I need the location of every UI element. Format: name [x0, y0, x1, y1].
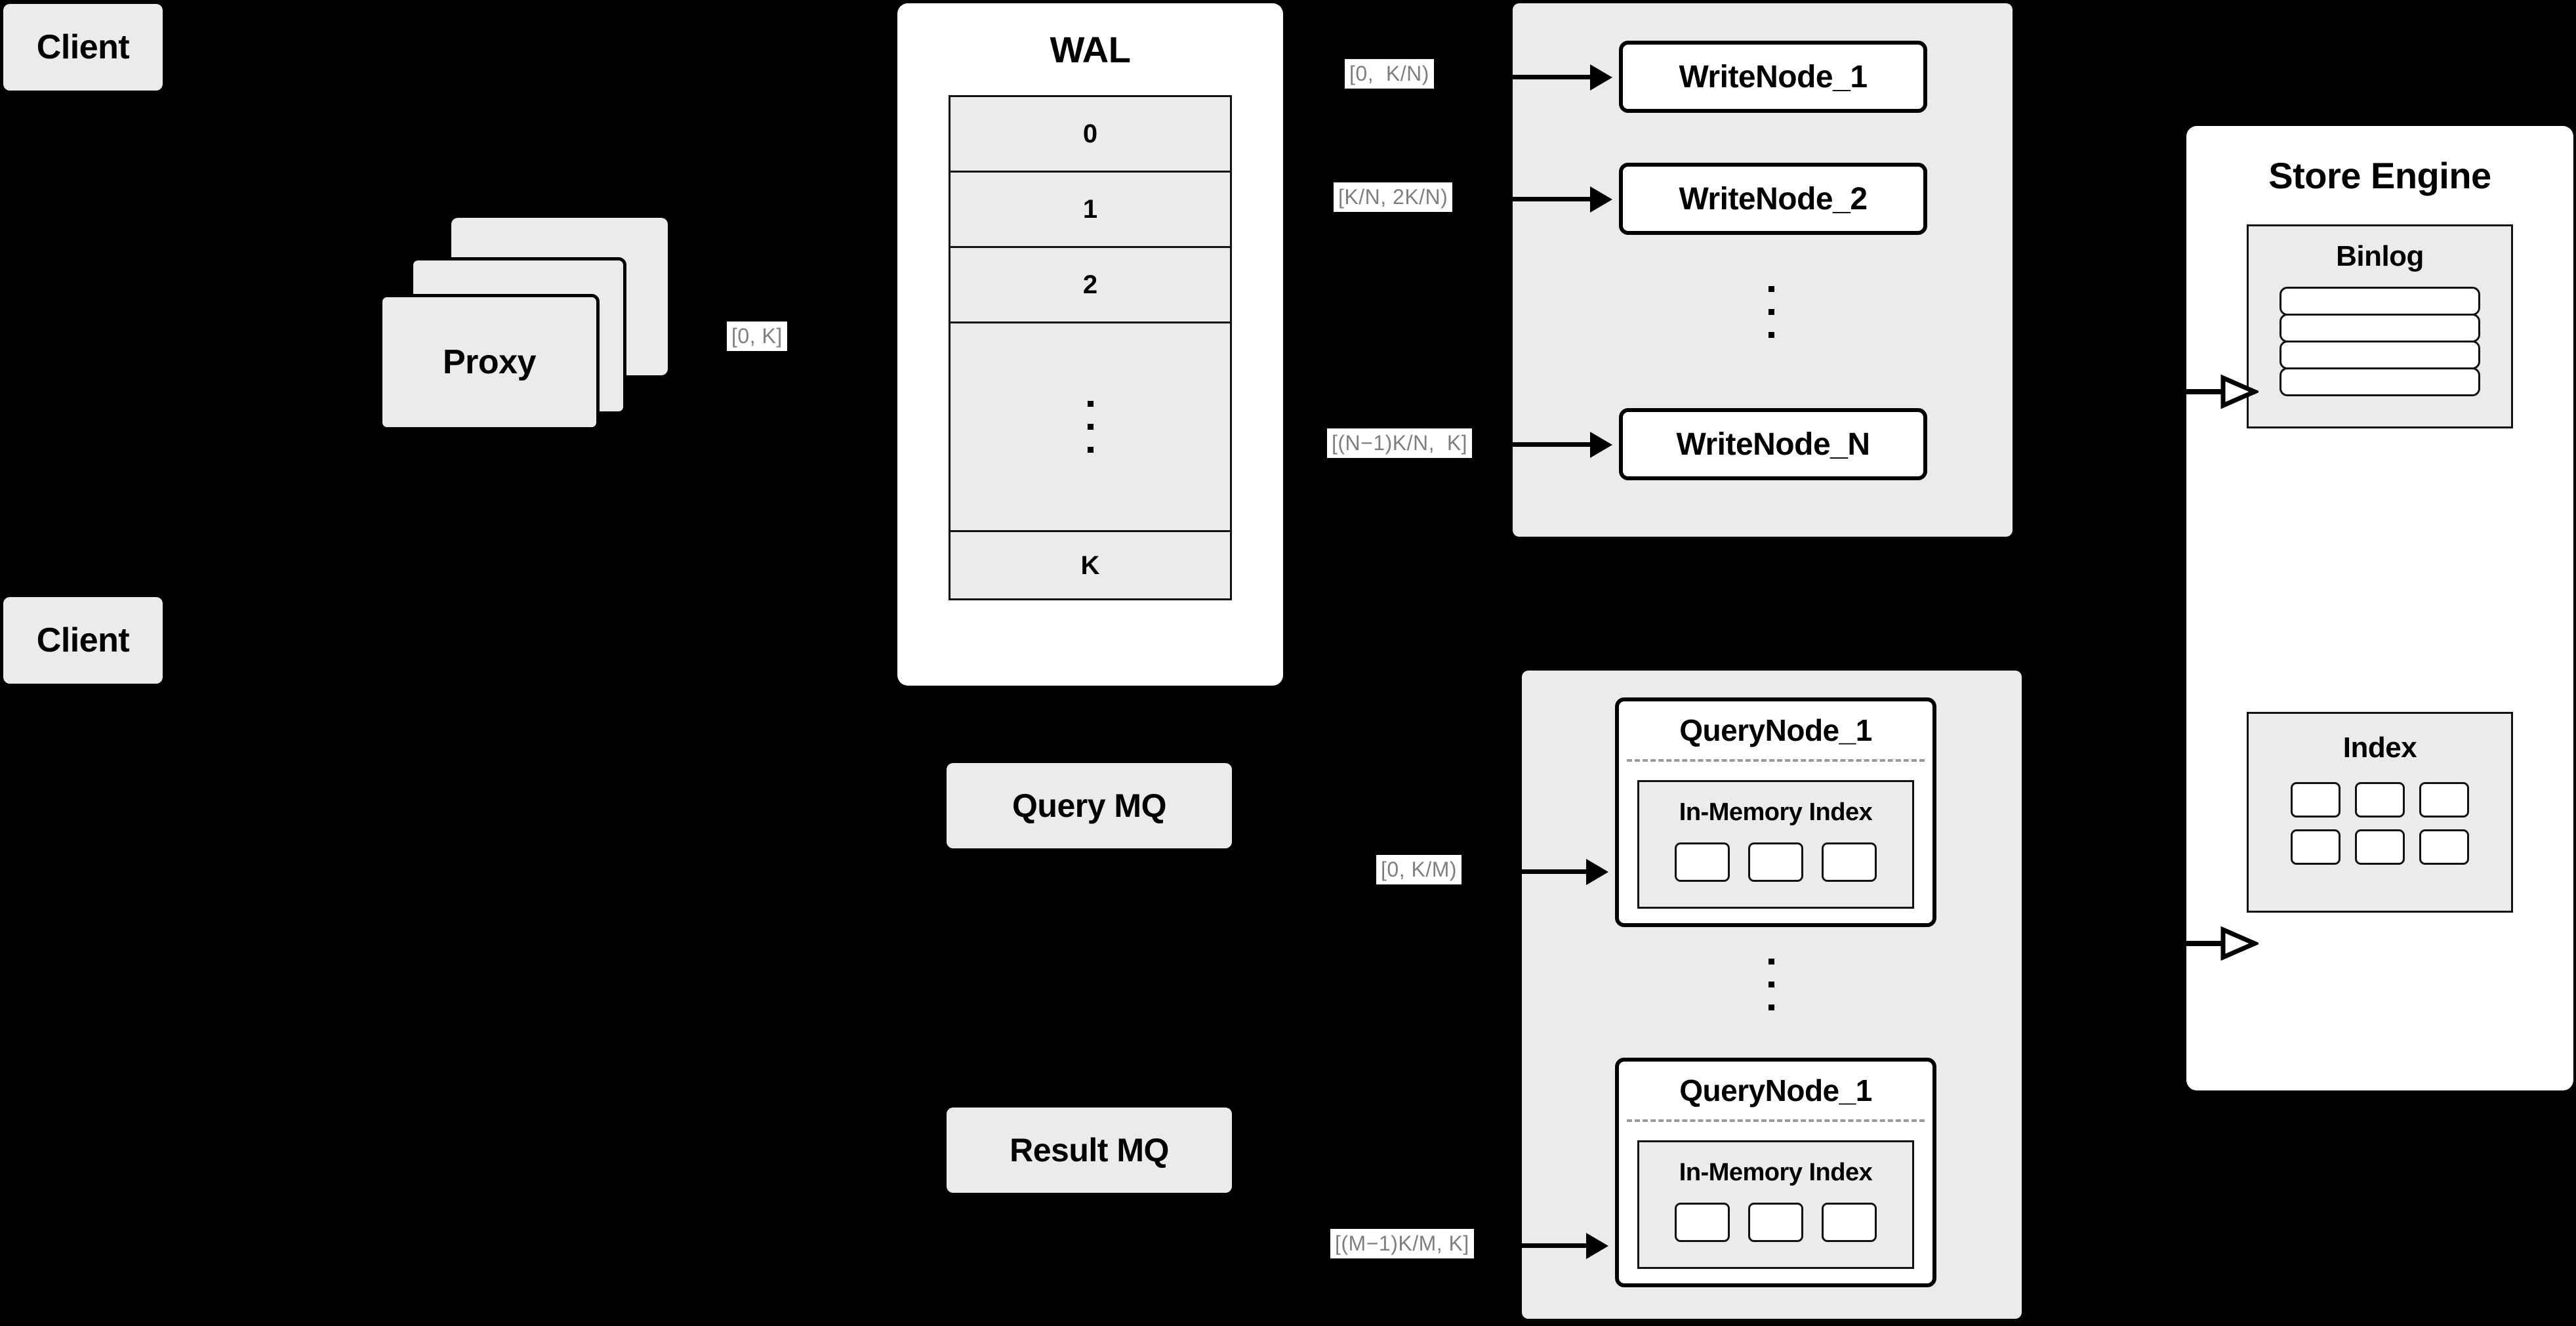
- index-slot: [1675, 1203, 1730, 1242]
- query-node-2-separator: [1627, 1119, 1925, 1122]
- store-index-slot: [2355, 782, 2405, 818]
- edge-label-proxy-to-wal: [0, K]: [727, 321, 787, 351]
- index-slot: [1748, 842, 1803, 882]
- edge-label-query-node-m: [(M−1)K/M, K]: [1330, 1229, 1474, 1258]
- wal-row: 1: [951, 173, 1230, 248]
- wal-row: 2: [951, 248, 1230, 323]
- store-index-slot: [2419, 829, 2469, 865]
- query-node-1-index-label: In-Memory Index: [1679, 798, 1873, 826]
- query-node-1-label: QueryNode_1: [1679, 713, 1872, 747]
- arrow-head-query-node-1: [1586, 859, 1608, 885]
- client-box-1: Client: [3, 4, 163, 91]
- index-slot: [1748, 1203, 1803, 1242]
- query-node-1-separator: [1627, 759, 1925, 762]
- arrow-line-query-node-1: [1522, 869, 1601, 874]
- arrow-head-write-node-n: [1590, 432, 1612, 458]
- arrow-to-index: [2186, 926, 2259, 961]
- client-box-2: Client: [3, 597, 163, 684]
- binlog-row: [2280, 341, 2480, 369]
- store-index-slot: [2291, 782, 2341, 818]
- store-engine-title: Store Engine: [2268, 154, 2491, 196]
- query-node-ellipsis: [1751, 938, 1791, 1030]
- store-index-slot: [2291, 829, 2341, 865]
- binlog-title: Binlog: [2336, 240, 2424, 272]
- arrow-head-write-node-1: [1590, 64, 1612, 91]
- store-engine-card: Store Engine Binlog Index: [2186, 126, 2573, 1090]
- wal-container: WAL 0 1 2 K: [897, 3, 1283, 686]
- arrow-line-write-node-2: [1513, 197, 1591, 201]
- proxy-connector-nub: [626, 341, 667, 346]
- index-title: Index: [2342, 732, 2417, 764]
- binlog-panel: Binlog: [2247, 224, 2513, 428]
- result-mq-box: Result MQ: [947, 1108, 1232, 1193]
- arrow-line-write-node-n: [1513, 442, 1591, 447]
- binlog-row: [2280, 314, 2480, 342]
- query-node-2-index-panel: In-Memory Index: [1637, 1140, 1914, 1269]
- result-mq-label: Result MQ: [1010, 1132, 1169, 1169]
- query-mq-box: Query MQ: [947, 763, 1232, 848]
- query-node-1[interactable]: QueryNode_1 In-Memory Index: [1615, 697, 1936, 927]
- wal-row-ellipsis: [951, 323, 1230, 532]
- wal-table: 0 1 2 K: [949, 95, 1232, 600]
- index-slot: [1822, 842, 1877, 882]
- write-node-n-label: WriteNode_N: [1676, 426, 1871, 462]
- query-node-2[interactable]: QueryNode_1 In-Memory Index: [1615, 1058, 1936, 1287]
- index-slot: [1675, 842, 1730, 882]
- store-index-slot: [2419, 782, 2469, 818]
- edge-label-query-node-1: [0, K/M): [1376, 855, 1462, 884]
- index-slot: [1822, 1203, 1877, 1242]
- query-node-2-label: QueryNode_1: [1679, 1073, 1872, 1108]
- write-node-n[interactable]: WriteNode_N: [1619, 408, 1927, 480]
- wal-title: WAL: [1050, 28, 1131, 70]
- wal-row: 0: [951, 97, 1230, 173]
- arrow-head-query-node-m: [1586, 1233, 1608, 1259]
- query-node-1-index-panel: In-Memory Index: [1637, 780, 1914, 909]
- write-node-1-label: WriteNode_1: [1679, 59, 1868, 94]
- edge-label-write-node-1: [0, K/N): [1345, 59, 1434, 89]
- arrow-to-binlog: [2186, 374, 2259, 409]
- query-mq-label: Query MQ: [1012, 787, 1166, 824]
- arrow-line-write-node-1: [1513, 75, 1591, 79]
- client-label-2: Client: [36, 621, 130, 659]
- store-index-slot: [2355, 829, 2405, 865]
- arrow-line-query-node-m: [1522, 1243, 1601, 1248]
- write-node-2[interactable]: WriteNode_2: [1619, 163, 1927, 235]
- binlog-row: [2280, 287, 2480, 316]
- write-node-2-label: WriteNode_2: [1679, 181, 1868, 217]
- client-label-1: Client: [36, 28, 130, 66]
- arrow-head-write-node-2: [1590, 186, 1612, 213]
- edge-label-write-node-n: [(N−1)K/N, K]: [1327, 428, 1473, 458]
- wal-row: K: [1080, 551, 1100, 580]
- proxy-box: Proxy: [379, 294, 600, 430]
- write-node-1[interactable]: WriteNode_1: [1619, 41, 1927, 113]
- binlog-row: [2280, 367, 2480, 396]
- proxy-label: Proxy: [442, 343, 537, 381]
- edge-label-write-node-2: [K/N, 2K/N): [1334, 182, 1453, 212]
- write-node-ellipsis: [1751, 266, 1791, 358]
- index-panel: Index: [2247, 712, 2513, 913]
- query-node-2-index-label: In-Memory Index: [1679, 1158, 1873, 1186]
